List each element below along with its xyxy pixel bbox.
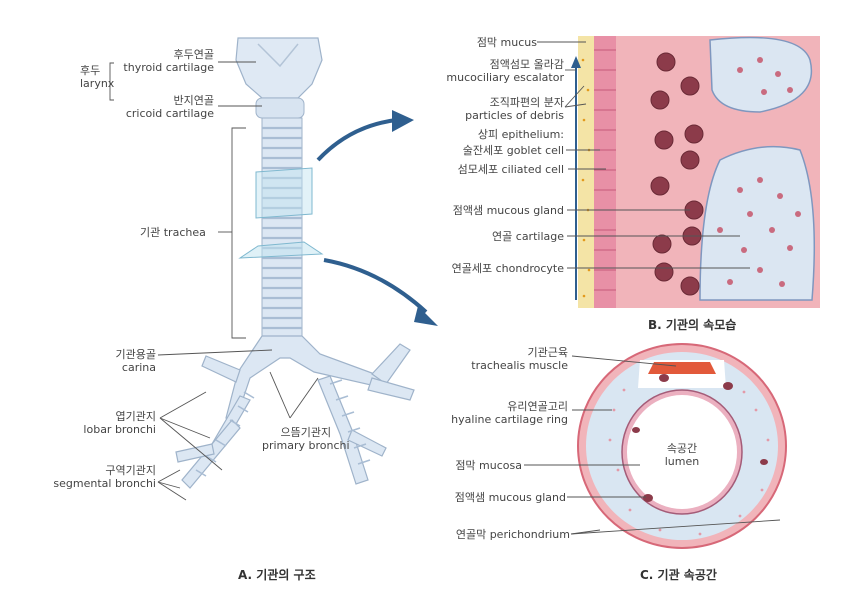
cartilage-label: 연골 cartilage (492, 230, 564, 243)
trachealis-label: 기관근육 trachealis muscle (471, 346, 568, 372)
cricoid-en: cricoid cartilage (125, 107, 214, 120)
carina-ko: 기관용골 (115, 348, 156, 361)
perichondrium-label: 연골막 perichondrium (455, 528, 570, 541)
chondrocyte-label: 연골세포 chondrocyte (451, 262, 564, 275)
cartilage-ring-label: 유리연골고리 hyaline cartilage ring (451, 400, 568, 426)
lobar-ko: 엽기관지 (115, 410, 156, 423)
trachea-label: 기관 trachea (140, 226, 206, 239)
mucus-label: 점막 mucus (476, 36, 537, 49)
larynx-en: larynx (80, 77, 115, 90)
panel-c-caption: C. 기관 속공간 (640, 568, 717, 582)
cricoid-cartilage-shape (255, 97, 305, 119)
goblet-label: 술잔세포 goblet cell (462, 144, 564, 157)
primary-bronchi-label: 으뜸기관지 primary bronchi (262, 426, 350, 452)
carina-label: 기관용골 carina (116, 348, 156, 374)
segmental-ko: 구역기관지 (105, 464, 156, 477)
carina-en: carina (121, 361, 156, 374)
larynx-label: 후두 larynx (80, 64, 114, 90)
lumen-label: 속공간 lumen (660, 442, 704, 468)
tissue-section (571, 36, 820, 308)
cross-section (577, 343, 787, 549)
mucosa-label: 점막 mucosa (455, 459, 522, 472)
ring-en: hyaline cartilage ring (451, 413, 568, 426)
lumen-en: lumen (664, 455, 700, 468)
arrow-to-panel-b (316, 118, 397, 162)
panel-a-caption: A. 기관의 구조 (238, 568, 316, 582)
cricoid-ko: 반지연골 (173, 94, 214, 107)
escalator-label: 점액섬모 올라감 mucociliary escalator (446, 58, 564, 84)
segmental-en: segmental bronchi (53, 477, 156, 490)
thyroid-label: 후두연골 thyroid cartilage (123, 48, 214, 74)
lobar-en: lobar bronchi (83, 423, 156, 436)
thyroid-ko: 후두연골 (173, 48, 214, 61)
cricoid-label: 반지연골 cricoid cartilage (126, 94, 214, 120)
thyroid-en: thyroid cartilage (123, 61, 214, 74)
trachealis-ko: 기관근육 (527, 346, 568, 359)
lumen-ko: 속공간 (666, 442, 698, 455)
primary-ko: 으뜸기관지 (280, 426, 332, 439)
gland-label-b: 점액샘 mucous gland (452, 204, 564, 217)
thyroid-cartilage-shape (235, 37, 323, 99)
trachealis-en: trachealis muscle (471, 359, 568, 372)
debris-label: 조직파편의 분자 particles of debris (465, 96, 564, 122)
panel-b-caption: B. 기관의 속모습 (648, 318, 737, 332)
escalator-en: mucociliary escalator (446, 71, 564, 84)
larynx-ko: 후두 (80, 64, 101, 77)
ciliated-label: 섬모세포 ciliated cell (457, 163, 564, 176)
debris-en: particles of debris (465, 109, 564, 122)
debris-ko: 조직파편의 분자 (489, 96, 564, 109)
ring-ko: 유리연골고리 (507, 400, 568, 413)
segmental-bronchi-label: 구역기관지 segmental bronchi (53, 464, 156, 490)
arrow-to-panel-c (323, 258, 428, 314)
lobar-bronchi-label: 엽기관지 lobar bronchi (83, 410, 156, 436)
epithelium-label: 상피 epithelium: (477, 128, 564, 141)
primary-en: primary bronchi (262, 439, 350, 452)
escalator-ko: 점액섬모 올라감 (489, 58, 564, 71)
gland-label-c: 점액샘 mucous gland (454, 491, 566, 504)
